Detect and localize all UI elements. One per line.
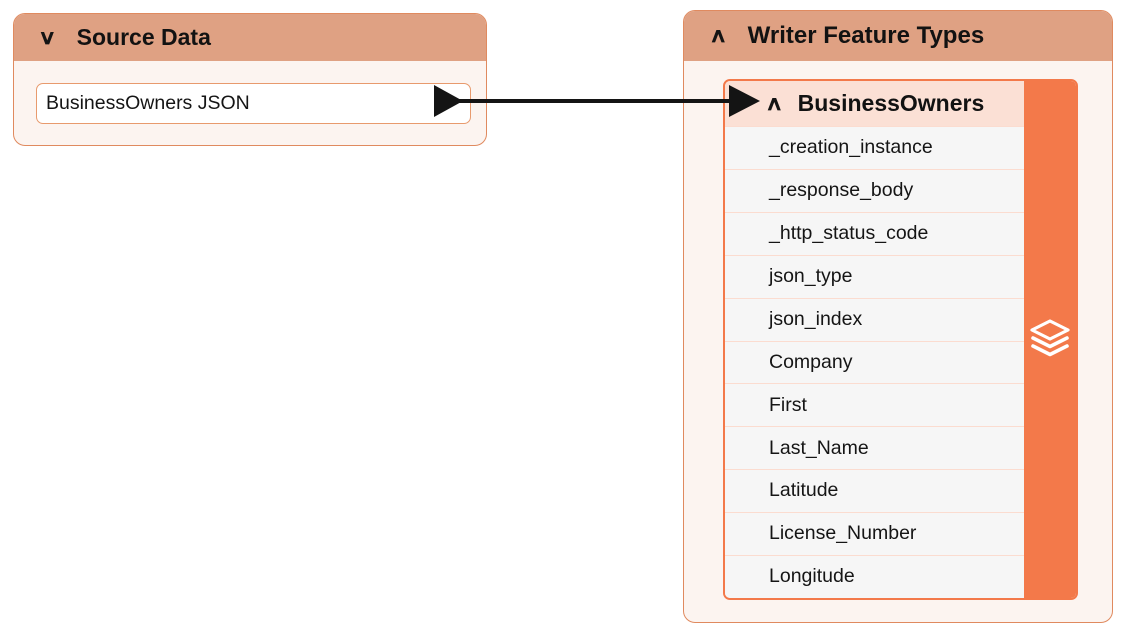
writer-feature-types-panel[interactable]: ∧ Writer Feature Types ∧ BusinessOwners … xyxy=(683,10,1113,623)
attribute-list: _creation_instance _response_body _http_st… xyxy=(725,126,1024,598)
attribute-row[interactable]: _response_body xyxy=(725,168,1024,212)
writer-feature-type-card[interactable]: ∧ BusinessOwners _creation_instance _resp… xyxy=(723,79,1078,600)
writer-feature-type-name: BusinessOwners xyxy=(797,90,985,116)
attribute-row[interactable]: Company xyxy=(725,340,1024,384)
attribute-row[interactable]: Last_Name xyxy=(725,426,1024,470)
chevron-up-icon[interactable]: ∧ xyxy=(709,25,728,47)
attribute-row[interactable]: First xyxy=(725,383,1024,427)
attribute-name-label: _http_status_code xyxy=(769,222,929,245)
attribute-row[interactable]: json_type xyxy=(725,254,1024,298)
writer-feature-types-panel-header[interactable]: ∧ Writer Feature Types xyxy=(684,11,1112,61)
attribute-row[interactable]: License_Number xyxy=(725,512,1024,556)
attribute-name-label: First xyxy=(769,393,807,416)
attribute-name-label: Longitude xyxy=(769,565,855,588)
reader-feature-type-BusinessOwners-JSON[interactable]: BusinessOwners JSON xyxy=(36,83,471,124)
attribute-name-label: Company xyxy=(769,350,853,373)
writer-feature-type-main: ∧ BusinessOwners _creation_instance _resp… xyxy=(725,81,1024,598)
source-data-panel[interactable]: ∨ Source Data BusinessOwners JSON xyxy=(13,13,487,146)
attribute-row[interactable]: Latitude xyxy=(725,469,1024,513)
attribute-name-label: json_type xyxy=(769,264,853,287)
attribute-name-label: Latitude xyxy=(769,479,839,502)
attribute-name-label: json_index xyxy=(769,307,863,330)
source-data-panel-title: Source Data xyxy=(76,24,211,50)
chevron-up-icon[interactable]: ∧ xyxy=(765,92,784,115)
source-data-panel-body: BusinessOwners JSON xyxy=(14,61,486,145)
source-data-panel-header[interactable]: ∨ Source Data xyxy=(14,14,486,61)
attribute-row[interactable]: _http_status_code xyxy=(725,211,1024,255)
attribute-row[interactable]: Longitude xyxy=(725,555,1024,598)
attribute-name-label: Last_Name xyxy=(769,436,869,459)
attribute-row[interactable]: _creation_instance xyxy=(725,126,1024,169)
attribute-name-label: _creation_instance xyxy=(769,136,933,159)
writer-feature-type-rail[interactable] xyxy=(1024,81,1076,598)
attribute-name-label: _response_body xyxy=(769,179,914,202)
writer-feature-types-panel-body: ∧ BusinessOwners _creation_instance _resp… xyxy=(684,61,1112,622)
reader-name-label: BusinessOwners JSON xyxy=(46,92,250,114)
writer-feature-type-header[interactable]: ∧ BusinessOwners xyxy=(725,81,1024,126)
chevron-down-icon[interactable]: ∨ xyxy=(38,26,57,49)
layers-icon xyxy=(1029,317,1071,362)
attribute-name-label: License_Number xyxy=(769,522,917,545)
writer-feature-types-panel-title: Writer Feature Types xyxy=(747,22,985,49)
attribute-row[interactable]: json_index xyxy=(725,297,1024,341)
